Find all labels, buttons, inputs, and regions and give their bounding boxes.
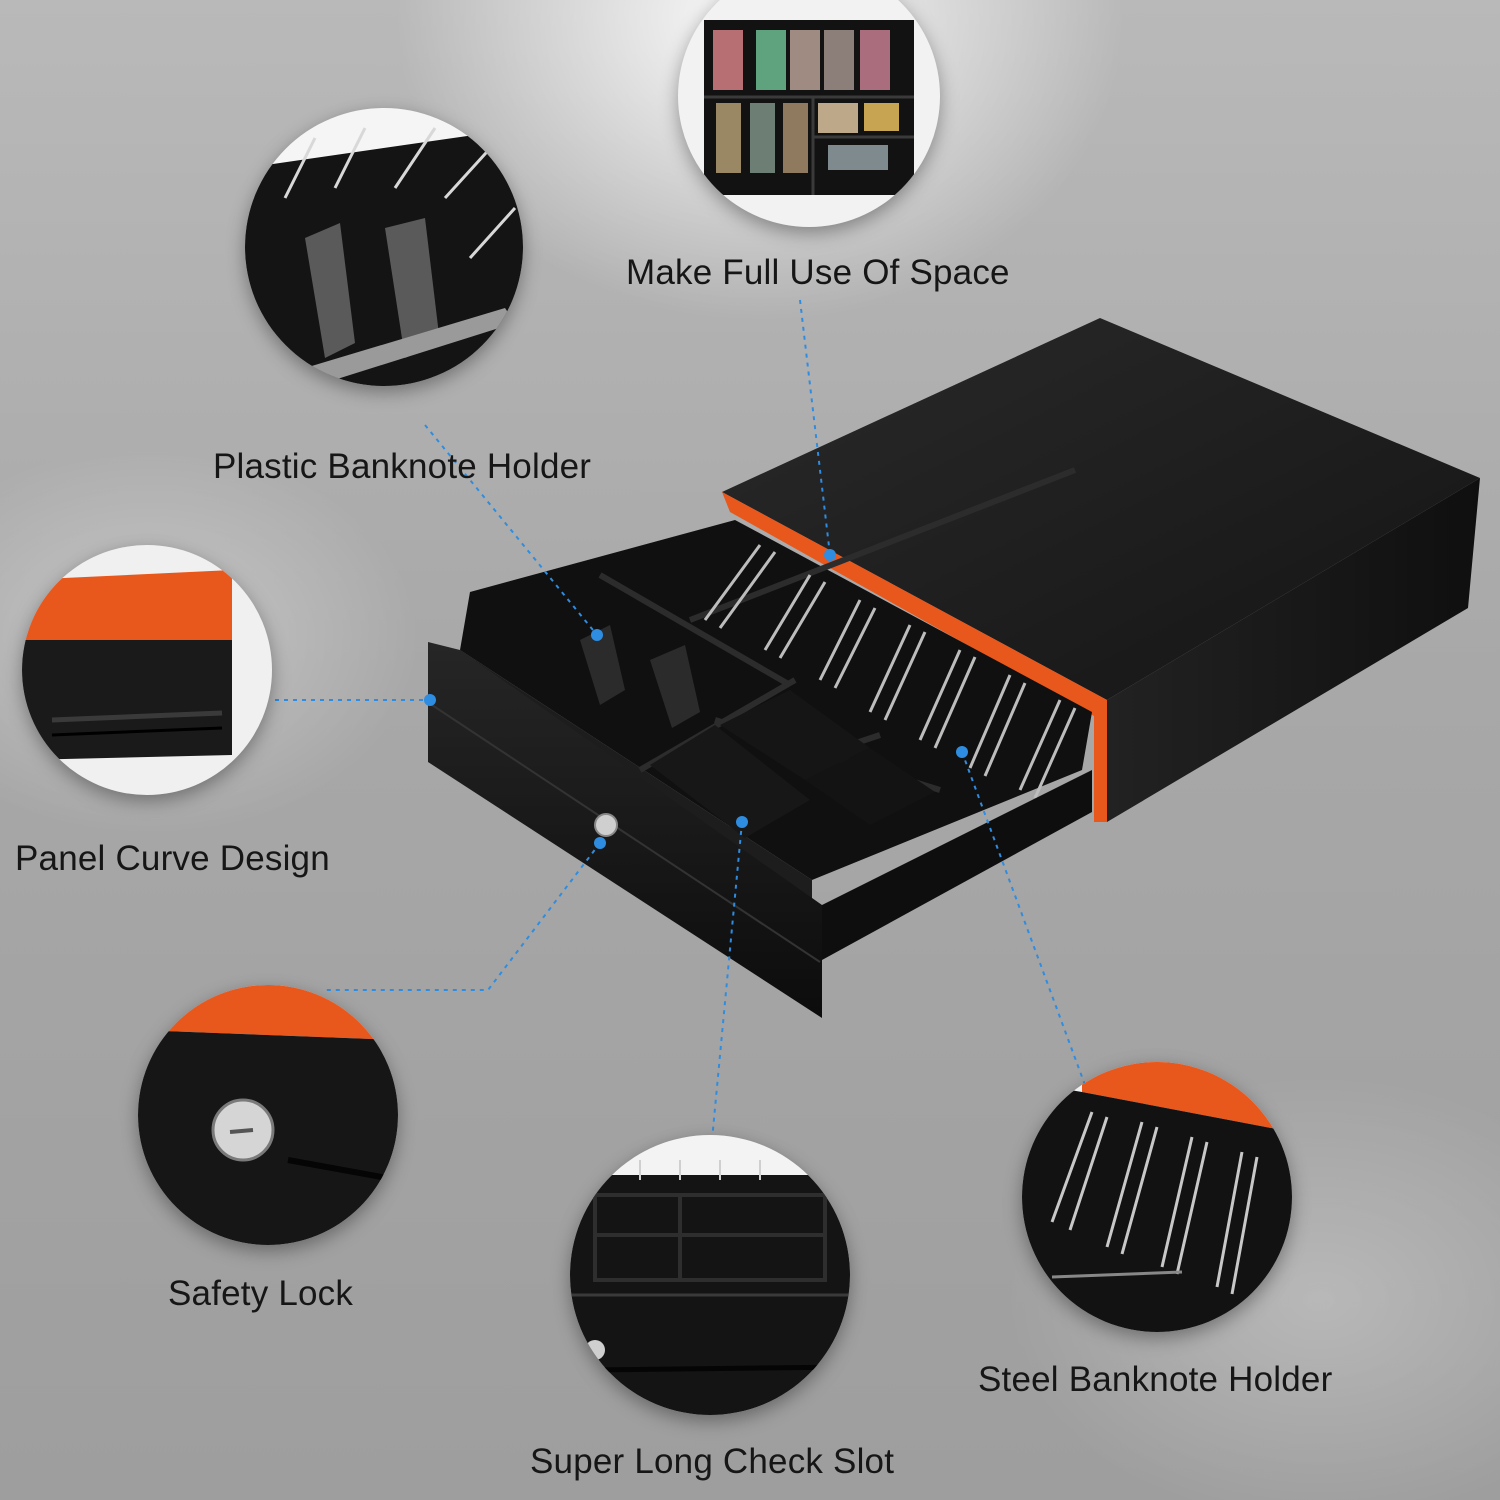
detail-circle-plastic-holder: [245, 108, 523, 386]
drawer-lock: [594, 813, 618, 837]
drawer-right-face: [822, 770, 1092, 960]
detail-circle-steel-holder: [1022, 1062, 1292, 1332]
label-steel-banknote-holder: Steel Banknote Holder: [978, 1360, 1333, 1399]
cabinet-top: [722, 318, 1480, 700]
label-super-long-check-slot: Super Long Check Slot: [530, 1442, 895, 1481]
label-panel-curve-design: Panel Curve Design: [15, 839, 330, 878]
label-make-full-use-of-space: Make Full Use Of Space: [626, 253, 1010, 292]
coin-cup-2: [720, 690, 870, 780]
steel-holder-photo: [1022, 1062, 1292, 1332]
plastic-holder-photo: [245, 127, 523, 386]
drawer-front-panel: [428, 642, 822, 1018]
callout-lines: [275, 299, 1086, 1141]
steel-banknote-clips: [703, 544, 1077, 799]
callout-dots: [424, 549, 968, 849]
panel-curve-photo: [22, 570, 232, 760]
cash-tray-photo: [704, 20, 914, 195]
label-plastic-banknote-holder: Plastic Banknote Holder: [213, 447, 592, 486]
detail-circle-check-slot: [570, 1135, 850, 1415]
plastic-banknote-holders: [580, 625, 700, 728]
coin-cup-1: [650, 725, 810, 838]
coin-cup-3: [805, 748, 935, 825]
check-slot-photo: [570, 1160, 850, 1415]
safety-lock-photo: [138, 985, 398, 1245]
label-safety-lock: Safety Lock: [168, 1274, 354, 1313]
detail-circle-full-space: [678, 0, 940, 227]
cabinet-side: [1107, 478, 1480, 822]
orange-trim: [722, 492, 1107, 822]
detail-circle-panel-curve: [22, 545, 272, 795]
detail-circle-safety-lock: [138, 985, 398, 1245]
